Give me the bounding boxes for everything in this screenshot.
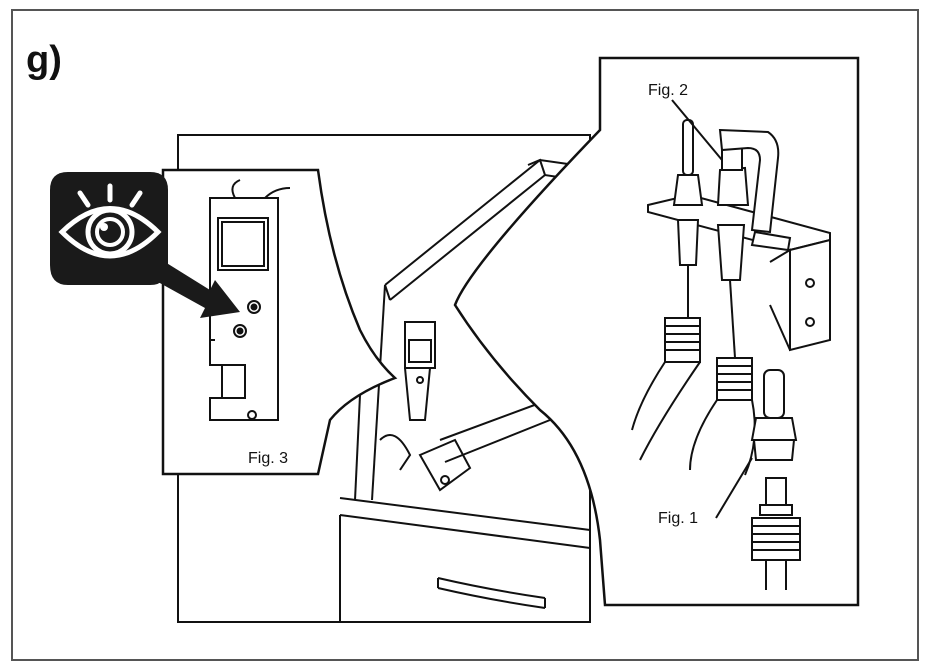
arrow-icon xyxy=(158,262,240,318)
pilot-burner-assembly xyxy=(631,119,831,590)
fig2-label: Fig. 2 xyxy=(648,82,688,99)
leader-lines xyxy=(671,99,753,519)
bracket-detail-fig3 xyxy=(209,179,291,421)
eye-icon xyxy=(50,172,168,285)
leader-fig1 xyxy=(715,457,753,519)
step-label: g) xyxy=(26,39,62,81)
leader-fig2 xyxy=(671,99,723,161)
fig1-label: Fig. 1 xyxy=(658,510,698,527)
fig3-label: Fig. 3 xyxy=(248,450,288,467)
